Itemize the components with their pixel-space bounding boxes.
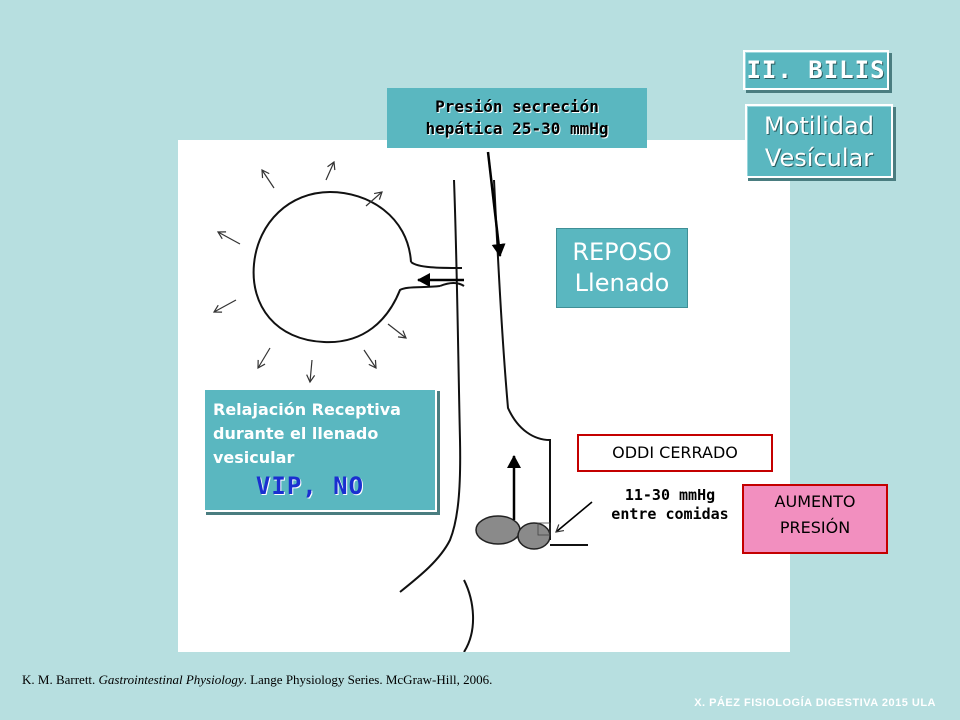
citation-rest: . Lange Physiology Series. McGraw-Hill, …: [243, 672, 493, 687]
radial-arrow: [387, 323, 407, 339]
pressure-increase-line-1: AUMENTO: [774, 492, 856, 511]
cystic-duct: [410, 261, 463, 269]
sphincter-status-box: ODDI CERRADO: [577, 434, 773, 472]
state-label-line-1: REPOSO: [572, 238, 672, 266]
radial-arrow: [212, 299, 237, 313]
radial-arrow: [306, 359, 316, 384]
bile-duct-left-wall: [399, 179, 462, 593]
fasting-pressure-line-1: 11-30 mmHg: [624, 486, 716, 504]
duodenum-lower-wall: [463, 579, 475, 652]
radial-arrow: [257, 347, 271, 370]
relaxation-line-1: Relajación Receptiva: [213, 400, 401, 419]
reference-citation: K. M. Barrett. Gastrointestinal Physiolo…: [22, 672, 492, 688]
hepatic-pressure-label: Presión secreción hepática 25-30 mmHg: [387, 88, 647, 148]
fasting-pressure-label: 11-30 mmHg entre comidas: [590, 486, 750, 524]
state-label-box: REPOSO Llenado: [556, 228, 688, 308]
gallbladder-diagram: [212, 151, 593, 652]
topic-title-line-1: Motilidad: [764, 112, 874, 140]
topic-title-line-2: Vesícular: [764, 144, 874, 172]
hepatic-pressure-line-2: hepática 25-30 mmHg: [425, 119, 609, 138]
oddi-pointer-arrow: [555, 501, 593, 533]
sphincter-grid: [537, 522, 551, 536]
radial-arrow: [216, 231, 241, 245]
radial-arrow: [365, 191, 383, 207]
citation-authors: K. M. Barrett.: [22, 672, 96, 687]
fasting-pressure-line-2: entre comidas: [611, 505, 729, 523]
topic-title-box: Motilidad Vesícular: [745, 104, 893, 178]
hepatic-pressure-line-1: Presión secreción: [435, 97, 599, 116]
bile-duct-right-wall: [493, 179, 552, 540]
citation-title: Gastrointestinal Physiology: [98, 672, 244, 687]
relaxation-line-2: durante el llenado: [213, 424, 379, 443]
pressure-increase-box: AUMENTO PRESIÓN: [742, 484, 888, 554]
gallbladder-outline: [252, 190, 441, 344]
cystic-duct-lower: [439, 282, 465, 287]
state-label-line-2: Llenado: [574, 269, 670, 297]
pressure-increase-line-2: PRESIÓN: [779, 518, 851, 537]
radial-arrow: [325, 160, 336, 181]
footer-credit: X. PÁEZ FISIOLOGÍA DIGESTIVA 2015 ULA: [694, 697, 936, 709]
secretion-flow-arrow: [486, 151, 506, 257]
receptive-relaxation-box: Relajación Receptiva durante el llenado …: [203, 388, 437, 512]
section-title-box: II. BILIS: [743, 50, 889, 90]
duodenal-fold: [475, 515, 521, 545]
sphincter-oddi: [517, 522, 551, 550]
radial-arrow: [363, 349, 377, 370]
mediators-label: VIP, NO: [255, 472, 365, 500]
radial-arrow: [261, 168, 275, 189]
relaxation-line-3: vesicular: [213, 448, 295, 467]
relaxation-arrows: [212, 160, 407, 384]
sphincter-status: ODDI CERRADO: [612, 443, 738, 462]
section-title: II. BILIS: [746, 56, 886, 84]
